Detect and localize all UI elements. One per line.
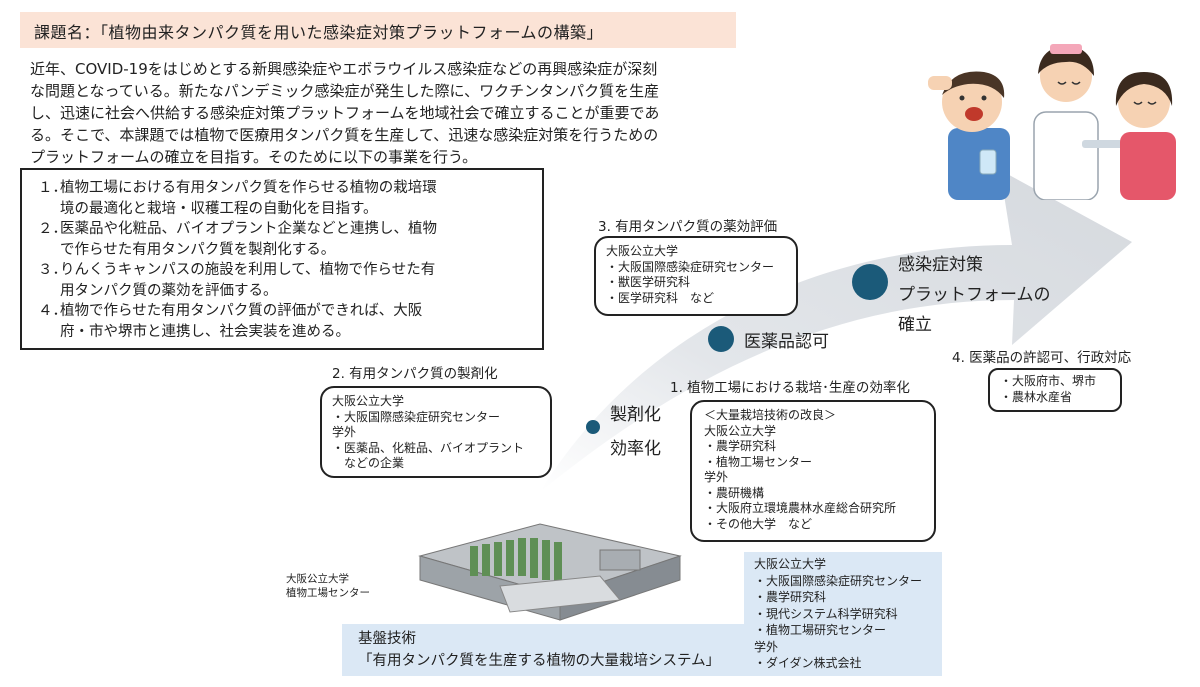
org-line: ・植物工場研究センター xyxy=(754,623,887,637)
step2-box: 大阪公立大学 ・大阪国際感染症研究センター 学外 ・医薬品、化粧品、バイオプラン… xyxy=(320,386,552,478)
org-line: ・大阪国際感染症研究センター xyxy=(606,259,775,274)
goal-text: 用タンパク質の薬効を評価する。 xyxy=(60,282,278,299)
intro-line: 近年、COVID-19をはじめとする新興感染症やエボラウイルス感染症などの再興感… xyxy=(30,60,658,78)
stage-text: 確立 xyxy=(898,315,932,335)
goal-number: ３． xyxy=(38,262,67,278)
stage-text: プラットフォームの xyxy=(898,285,1051,305)
org-line: ・大阪府立環境農林水産総合研究所 xyxy=(704,501,897,515)
intro-paragraph: 近年、COVID-19をはじめとする新興感染症やエボラウイルス感染症などの再興感… xyxy=(30,58,770,168)
org-line: ・大阪国際感染症研究センター xyxy=(332,409,501,424)
org-line: ・農研機構 xyxy=(704,485,765,500)
org-line: ・農学研究科 xyxy=(754,590,827,604)
girl-illustration xyxy=(1115,72,1176,200)
facility-caption-line: 植物工場センター xyxy=(286,587,370,599)
sick-boy-illustration xyxy=(928,71,1010,200)
intro-line: プラットフォームの確立を目指す。そのために以下の事業を行う。 xyxy=(30,148,478,166)
stage-platform: 感染症対策 プラットフォームの 確立 xyxy=(852,250,1051,340)
goal-text: 植物工場における有用タンパク質を作らせる植物の栽培環 xyxy=(60,180,437,196)
org-line: ・ダイダン株式会社 xyxy=(754,656,862,670)
stage-text: 製剤化 xyxy=(610,405,661,425)
step1-label: 1. 植物工場における栽培･生産の効率化 xyxy=(670,380,910,396)
plant-factory-illustration xyxy=(418,523,682,621)
org-line: ・大阪国際感染症研究センター xyxy=(754,573,923,588)
goal-text: で作らせた有用タンパク質を製剤化する。 xyxy=(60,241,336,258)
org-line: ・農学研究科 xyxy=(704,439,777,453)
org-line: などの企業 xyxy=(332,456,405,470)
facility-caption-line: 大阪公立大学 xyxy=(286,573,349,585)
base-technology-text: 「有用タンパク質を生産する植物の大量栽培システム」 xyxy=(358,653,721,669)
org-line: ・医薬品、化粧品、バイオプラント xyxy=(332,440,525,455)
org-line: 学外 xyxy=(332,425,357,439)
project-title: 課題名：「植物由来タンパク質を用いた感染症対策プラットフォームの構築」 xyxy=(20,12,736,48)
org-line: ・現代システム科学研究科 xyxy=(754,606,898,621)
org-line: ＜大量栽培技術の改良＞ xyxy=(704,408,837,422)
base-technology-label: 基盤技術 xyxy=(358,631,416,647)
goal-text: 医薬品や化粧品、バイオプラント企業などと連携し、植物 xyxy=(60,221,437,237)
org-line: ・獣医学研究科 xyxy=(606,275,691,289)
org-line: 大阪公立大学 xyxy=(332,394,405,408)
stage-dot-small xyxy=(586,420,600,434)
nurse-illustration xyxy=(1033,44,1132,200)
org-line: 大阪公立大学 xyxy=(754,557,827,571)
goal-item: ４．植物で作らせた有用タンパク質の評価ができれば、大阪 府・市や堺市と連携し、社… xyxy=(38,301,532,342)
stage-text: 医薬品認可 xyxy=(744,331,829,352)
step1-box: ＜大量栽培技術の改良＞ 大阪公立大学 ・農学研究科 ・植物工場センター 学外 ・… xyxy=(690,400,936,542)
org-line: ・医学研究科 など xyxy=(606,290,715,305)
goal-text: 植物で作らせた有用タンパク質の評価ができれば、大阪 xyxy=(60,303,423,319)
step4-box: ・大阪府市、堺市 ・農林水産省 xyxy=(988,368,1122,412)
arrow-shape xyxy=(540,170,1132,492)
facility-caption: 大阪公立大学 植物工場センター xyxy=(286,572,370,600)
goal-item: ２．医薬品や化粧品、バイオプラント企業などと連携し、植物 で作らせた有用タンパク… xyxy=(38,219,532,260)
goal-number: ２． xyxy=(38,221,67,237)
goal-text: 府・市や堺市と連携し、社会実装を進める。 xyxy=(60,323,350,340)
goal-number: １． xyxy=(38,180,67,196)
intro-line: る。そこで、本課題では植物で医療用タンパク質を生産して、迅速な感染症対策を行うた… xyxy=(30,126,659,144)
goal-item: １．植物工場における有用タンパク質を作らせる植物の栽培環 境の最適化と栽培・収穫… xyxy=(38,178,532,219)
org-line: ・植物工場センター xyxy=(704,454,813,469)
stage-dot-large xyxy=(852,264,888,300)
org-line: ・その他大学 など xyxy=(704,516,813,531)
org-line: 大阪公立大学 xyxy=(704,423,777,438)
org-line: ・大阪府市、堺市 xyxy=(1000,374,1097,388)
intro-line: し、迅速に社会へ供給する感染症対策プラットフォームを地域社会で確立することが重要… xyxy=(30,104,660,122)
stage-text: 感染症対策 xyxy=(898,255,983,275)
step3-label: 3. 有用タンパク質の薬効評価 xyxy=(598,219,778,235)
goal-item: ３．りんくうキャンパスの施設を利用して、植物で作らせた有 用タンパク質の薬効を評… xyxy=(38,260,532,301)
goal-text: りんくうキャンパスの施設を利用して、植物で作らせた有 xyxy=(60,262,436,278)
org-line: 学外 xyxy=(704,470,729,484)
step2-label: 2. 有用タンパク質の製剤化 xyxy=(332,366,498,382)
step4-label: 4. 医薬品の許認可、行政対応 xyxy=(952,350,1132,366)
goals-box: １．植物工場における有用タンパク質を作らせる植物の栽培環 境の最適化と栽培・収穫… xyxy=(20,168,544,350)
stage-dot-medium xyxy=(708,326,734,352)
org-line: 大阪公立大学 xyxy=(606,244,679,258)
goal-number: ４． xyxy=(38,303,67,319)
stage-approval: 医薬品認可 xyxy=(708,326,829,352)
org-line: ・農林水産省 xyxy=(1000,389,1073,404)
vaccination-illustration xyxy=(928,44,1176,200)
step3-box: 大阪公立大学 ・大阪国際感染症研究センター ・獣医学研究科 ・医学研究科 など xyxy=(594,236,798,316)
stage-text: 効率化 xyxy=(610,439,661,459)
stage-formulation: 製剤化 効率化 xyxy=(586,398,661,466)
institutions-box: 大阪公立大学 ・大阪国際感染症研究センター ・農学研究科 ・現代システム科学研究… xyxy=(744,552,942,676)
org-line: 学外 xyxy=(754,639,779,654)
goal-text: 境の最適化と栽培・収穫工程の自動化を目指す。 xyxy=(60,200,378,217)
intro-line: な問題となっている。新たなパンデミック感染症が発生した際に、ワクチンタンパク質を… xyxy=(30,82,660,100)
